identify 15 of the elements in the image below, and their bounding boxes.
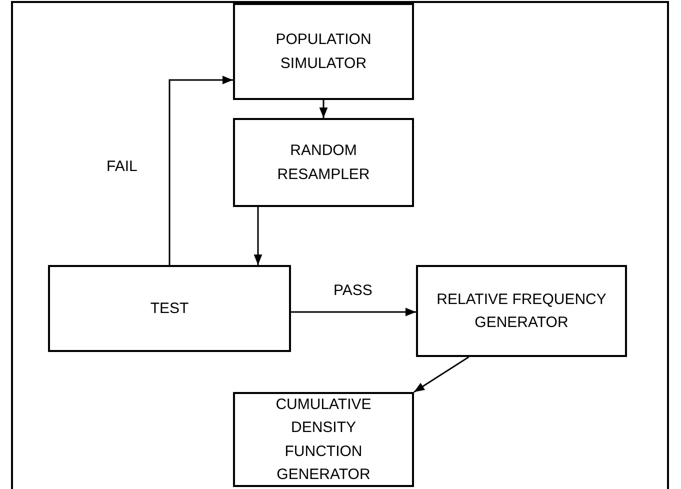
arrow	[291, 308, 416, 316]
process-box	[48, 265, 291, 352]
box-label: RELATIVE FREQUENCY GENERATOR	[436, 290, 608, 333]
box-label: CUMULATIVE DENSITY FUNCTION GENERATOR	[274, 395, 372, 485]
box-label: POPULATION SIMULATOR	[274, 30, 372, 74]
box-label: RANDOM RESAMPLER	[276, 141, 371, 184]
box-label: TEST	[150, 298, 189, 319]
arrow	[319, 100, 328, 118]
arrow	[414, 356, 470, 393]
process-box	[233, 392, 414, 487]
process-box	[233, 3, 414, 100]
process-box	[416, 265, 627, 357]
process-box	[233, 118, 414, 207]
arrow	[254, 207, 262, 265]
arrow	[168, 76, 233, 265]
